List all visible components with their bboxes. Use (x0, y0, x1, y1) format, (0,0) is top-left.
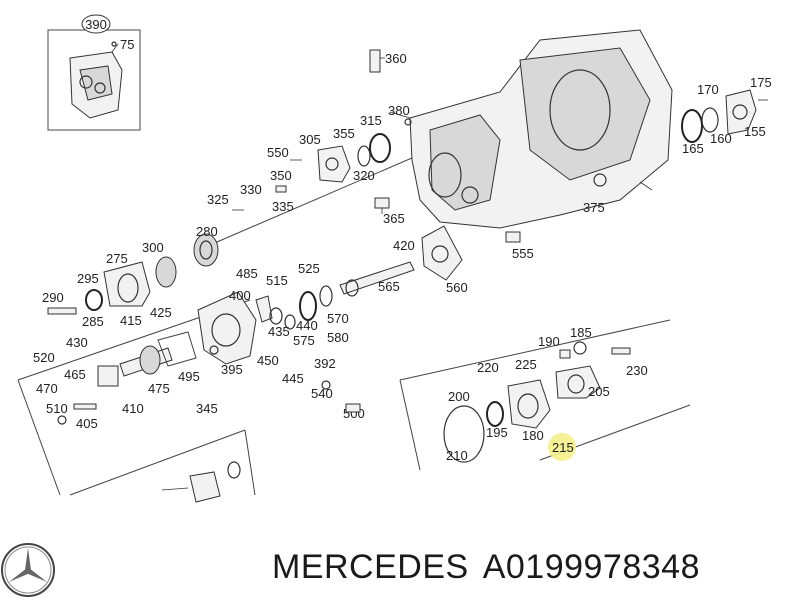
mercedes-star-logo (1, 543, 55, 597)
callout-405: 405 (76, 416, 98, 431)
brand-name: MERCEDES (272, 548, 469, 586)
callout-450: 450 (257, 353, 279, 368)
callout-345: 345 (196, 401, 218, 416)
callout-185: 185 (570, 325, 592, 340)
callout-75: 75 (120, 37, 134, 52)
callout-400: 400 (229, 288, 251, 303)
callout-225: 225 (515, 357, 537, 372)
callout-475: 475 (148, 381, 170, 396)
part-365 (374, 197, 390, 214)
callout-295: 295 (77, 271, 99, 286)
callout-425: 425 (150, 305, 172, 320)
callout-560: 560 (446, 280, 468, 295)
callout-495: 495 (178, 369, 200, 384)
callout-160: 160 (710, 131, 732, 146)
callout-165: 165 (682, 141, 704, 156)
inset-390-box: 390 75 (47, 14, 141, 131)
callout-510: 510 (46, 401, 68, 416)
part-small-actuator (161, 461, 241, 503)
callout-355: 355 (333, 126, 355, 141)
sensor-360 (369, 49, 385, 73)
callout-390: 390 (85, 17, 107, 32)
callout-305: 305 (299, 132, 321, 147)
callout-380: 380 (388, 103, 410, 118)
part-275-bell (103, 261, 151, 307)
callout-580: 580 (327, 330, 349, 345)
callout-575: 575 (293, 333, 315, 348)
callout-205: 205 (588, 384, 610, 399)
part-205-cover (555, 365, 601, 399)
callout-210: 210 (446, 448, 468, 463)
callout-365: 365 (383, 211, 405, 226)
callout-520: 520 (33, 350, 55, 365)
callout-320: 320 (353, 168, 375, 183)
callout-445: 445 (282, 371, 304, 386)
part-280-ring (193, 233, 219, 267)
transmission-housing (389, 29, 673, 229)
callout-290: 290 (42, 290, 64, 305)
callout-440: 440 (296, 318, 318, 333)
callout-540: 540 (311, 386, 333, 401)
callout-515: 515 (266, 273, 288, 288)
callout-220: 220 (477, 360, 499, 375)
callout-420: 420 (393, 238, 415, 253)
callout-465: 465 (64, 367, 86, 382)
callout-435: 435 (268, 324, 290, 339)
callout-565: 565 (378, 279, 400, 294)
callout-215: 215 (552, 440, 574, 455)
callout-280: 280 (196, 224, 218, 239)
part-305-housing (317, 145, 351, 183)
callout-330: 330 (240, 182, 262, 197)
callout-485: 485 (236, 266, 258, 281)
part-560-gasket (421, 225, 463, 281)
callout-300: 300 (142, 240, 164, 255)
callout-315: 315 (360, 113, 382, 128)
actuator-module-illustration (69, 43, 123, 119)
part-565-shaft (339, 261, 415, 297)
callout-395: 395 (221, 362, 243, 377)
callout-350: 350 (270, 168, 292, 183)
part-400-housing (197, 291, 257, 365)
callout-170: 170 (697, 82, 719, 97)
callout-525: 525 (298, 261, 320, 276)
part-caption: MERCEDES A0199978348 (272, 548, 714, 587)
callout-470: 470 (36, 381, 58, 396)
part-155-cover (725, 89, 757, 135)
callout-570: 570 (327, 311, 349, 326)
part-475-shaft (119, 345, 173, 377)
callout-285: 285 (82, 314, 104, 329)
part-number: A0199978348 (482, 548, 700, 586)
callout-555: 555 (512, 246, 534, 261)
callout-550: 550 (267, 145, 289, 160)
callout-180: 180 (522, 428, 544, 443)
callout-335: 335 (272, 199, 294, 214)
callout-190: 190 (538, 334, 560, 349)
callout-410: 410 (122, 401, 144, 416)
callout-325: 325 (207, 192, 229, 207)
callout-415: 415 (120, 313, 142, 328)
callout-155: 155 (744, 124, 766, 139)
callout-230: 230 (626, 363, 648, 378)
part-180-pump (507, 379, 551, 429)
callout-275: 275 (106, 251, 128, 266)
callout-430: 430 (66, 335, 88, 350)
callout-360: 360 (385, 51, 407, 66)
callout-392: 392 (314, 356, 336, 371)
callout-375: 375 (583, 200, 605, 215)
callout-390-bubble (81, 14, 111, 34)
callout-195: 195 (486, 425, 508, 440)
callout-215-highlight (548, 433, 576, 461)
callout-175: 175 (750, 75, 772, 90)
callout-200: 200 (448, 389, 470, 404)
